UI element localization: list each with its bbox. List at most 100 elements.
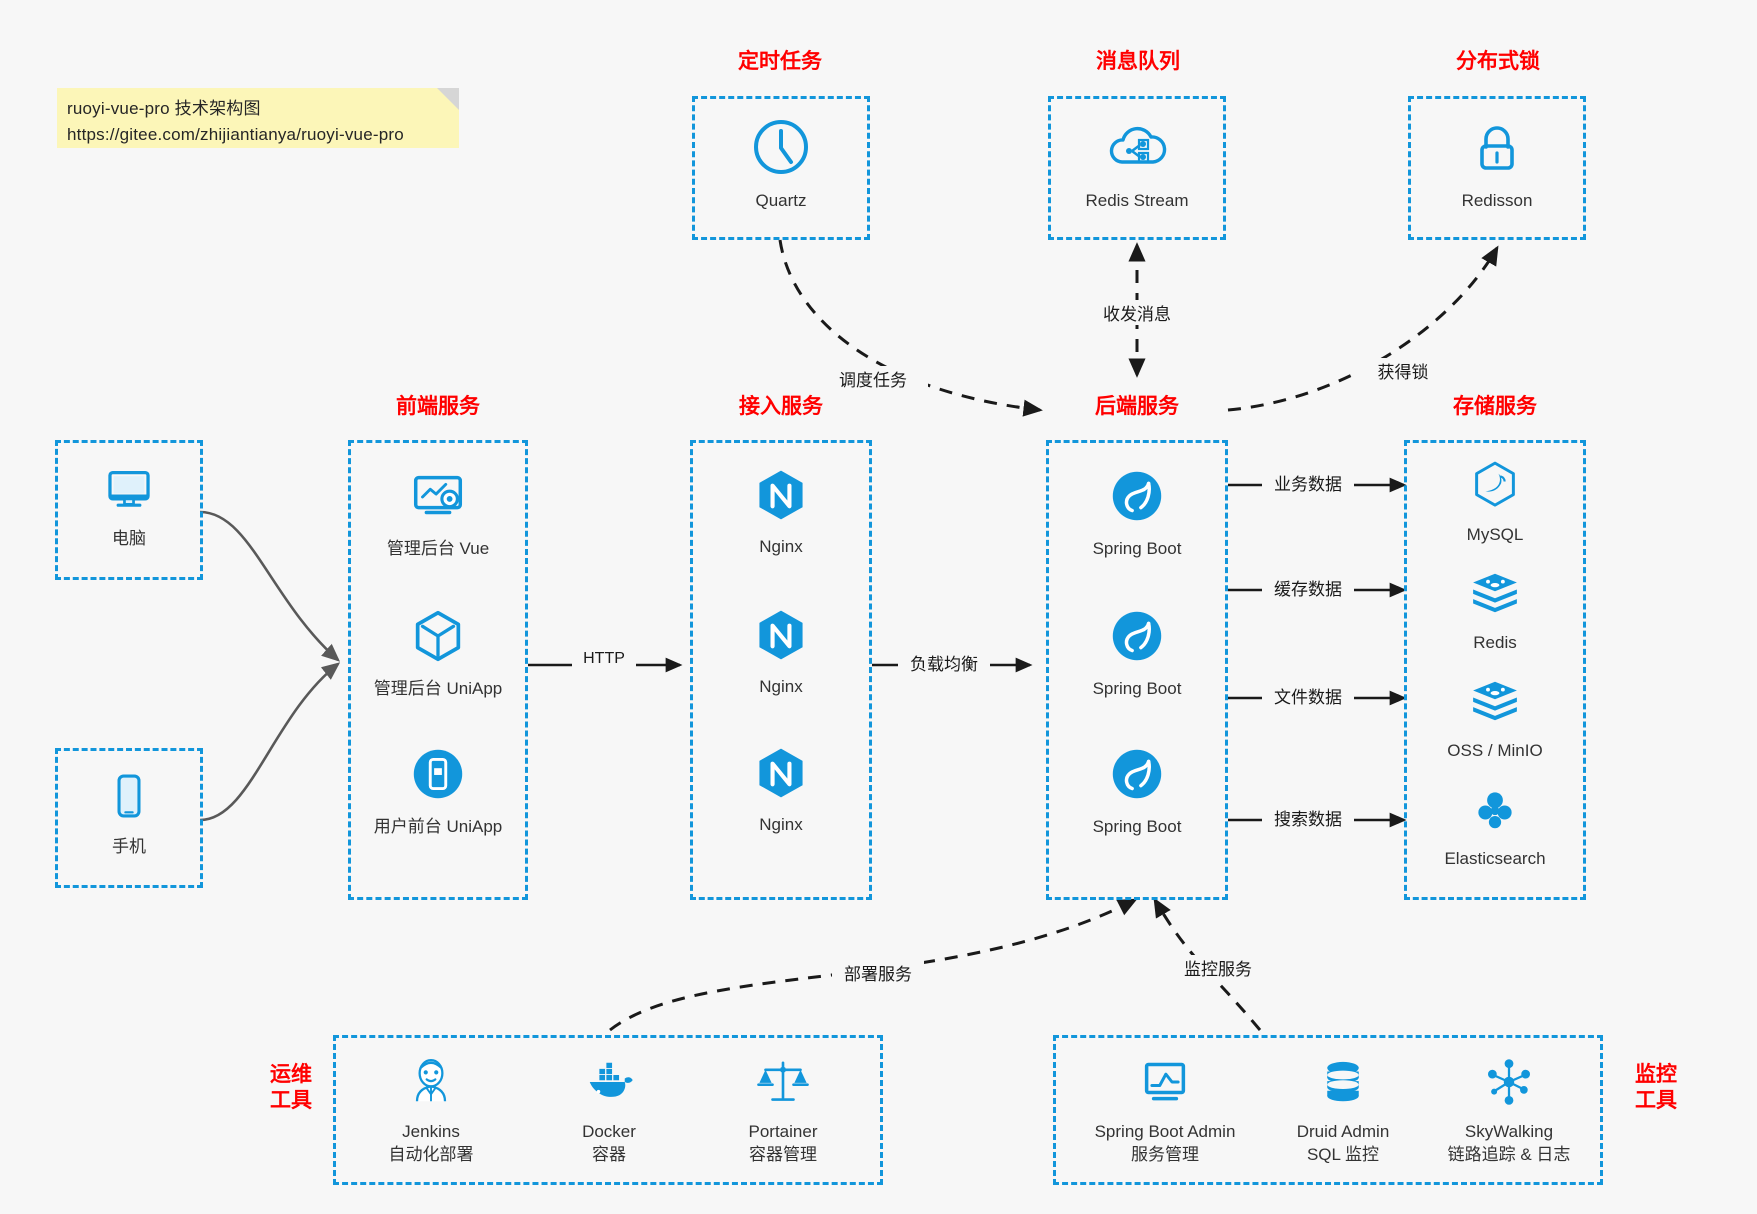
- redis-stack-icon: [1407, 673, 1583, 734]
- node-spring-boot-2[interactable]: Spring Boot: [1049, 605, 1225, 701]
- node-oss-minio[interactable]: OSS / MinIO: [1407, 673, 1583, 763]
- group-title-distributed-lock: 分布式锁: [1456, 50, 1540, 73]
- spring-leaf-icon: [1049, 605, 1225, 672]
- node-label: 手机: [112, 837, 146, 856]
- group-devops-tools: Jenkins 自动化部署 Docker 容器: [333, 1035, 883, 1185]
- group-client-desktop: 电脑: [55, 440, 203, 580]
- node-label: Druid Admin: [1296, 1122, 1390, 1141]
- group-title-gateway: 接入服务: [739, 395, 823, 418]
- node-nginx-1[interactable]: Nginx: [693, 465, 869, 559]
- node-label: Spring Boot Admin: [1094, 1122, 1236, 1141]
- note-url: https://gitee.com/zhijiantianya/ruoyi-vu…: [67, 125, 404, 145]
- node-admin-uniapp[interactable]: 管理后台 UniApp: [351, 605, 525, 701]
- group-title-frontend: 前端服务: [396, 395, 480, 418]
- node-redis[interactable]: Redis: [1407, 565, 1583, 655]
- node-label: Jenkins: [402, 1122, 460, 1141]
- spring-leaf-icon: [1049, 743, 1225, 810]
- node-label: Redis: [1473, 633, 1517, 652]
- node-label: Docker: [582, 1122, 636, 1141]
- node-skywalking[interactable]: SkyWalking 链路追踪 & 日志: [1426, 1054, 1592, 1167]
- group-title-monitoring: 监控 工具: [1620, 1062, 1692, 1115]
- cloud-stream-icon: [1051, 115, 1223, 184]
- mysql-dolphin-icon: [1407, 457, 1583, 518]
- group-title-scheduled-task: 定时任务: [738, 50, 822, 73]
- node-mobile[interactable]: 手机: [58, 767, 200, 859]
- node-sublabel: 服务管理: [1131, 1144, 1199, 1164]
- node-sublabel: 链路追踪 & 日志: [1447, 1144, 1571, 1164]
- node-sublabel: SQL 监控: [1306, 1144, 1380, 1164]
- node-druid-admin[interactable]: Druid Admin SQL 监控: [1268, 1054, 1418, 1167]
- node-spring-boot-1[interactable]: Spring Boot: [1049, 465, 1225, 561]
- edge-label-monitor-service: 监控服务: [1172, 955, 1264, 980]
- group-client-mobile: 手机: [55, 748, 203, 888]
- clock-icon: [695, 115, 867, 184]
- nginx-icon: [693, 465, 869, 530]
- group-title-devops: 运维 工具: [255, 1062, 327, 1115]
- group-frontend: 管理后台 Vue 管理后台 UniApp 用户前台 UniApp: [348, 440, 528, 900]
- devops-title-line1: 运维: [270, 1063, 312, 1086]
- scales-icon: [708, 1054, 858, 1115]
- monitoring-title-line1: 监控: [1635, 1063, 1677, 1086]
- group-backend: Spring Boot Spring Boot Spring Boot: [1046, 440, 1228, 900]
- dashboard-gear-icon: [351, 465, 525, 532]
- node-nginx-2[interactable]: Nginx: [693, 605, 869, 699]
- lock-icon: [1411, 115, 1583, 184]
- node-mysql[interactable]: MySQL: [1407, 457, 1583, 547]
- desktop-icon: [58, 459, 200, 522]
- monitoring-title-line2: 工具: [1635, 1089, 1677, 1113]
- group-scheduled-task: Quartz: [692, 96, 870, 240]
- node-label: Spring Boot: [1092, 539, 1182, 558]
- node-sublabel: 容器管理: [749, 1144, 817, 1164]
- group-title-storage: 存储服务: [1453, 395, 1537, 418]
- elasticsearch-icon: [1407, 781, 1583, 842]
- node-label: Redis Stream: [1085, 191, 1189, 210]
- node-label: Nginx: [759, 537, 803, 556]
- spring-leaf-icon: [1049, 465, 1225, 532]
- node-label: SkyWalking: [1464, 1122, 1554, 1141]
- node-label: 管理后台 Vue: [386, 539, 490, 558]
- node-admin-vue[interactable]: 管理后台 Vue: [351, 465, 525, 561]
- node-redisson[interactable]: Redisson: [1411, 115, 1583, 213]
- note-fold-corner: [437, 88, 459, 110]
- database-icon: [1268, 1054, 1418, 1115]
- node-elasticsearch[interactable]: Elasticsearch: [1407, 781, 1583, 871]
- node-nginx-3[interactable]: Nginx: [693, 743, 869, 837]
- node-sublabel: 容器: [592, 1144, 626, 1164]
- node-user-uniapp[interactable]: 用户前台 UniApp: [351, 743, 525, 839]
- docker-whale-icon: [534, 1054, 684, 1115]
- mobile-icon: [58, 767, 200, 830]
- edge-label-file-data: 文件数据: [1262, 683, 1354, 708]
- note-title: ruoyi-vue-pro 技术架构图: [67, 99, 261, 118]
- group-message-queue: Redis Stream: [1048, 96, 1226, 240]
- node-label: 电脑: [112, 529, 146, 548]
- node-docker[interactable]: Docker 容器: [534, 1054, 684, 1167]
- node-portainer[interactable]: Portainer 容器管理: [708, 1054, 858, 1167]
- node-spring-boot-3[interactable]: Spring Boot: [1049, 743, 1225, 839]
- node-sublabel: 自动化部署: [388, 1144, 474, 1164]
- edge-label-http: HTTP: [572, 650, 636, 668]
- nginx-icon: [693, 605, 869, 670]
- node-jenkins[interactable]: Jenkins 自动化部署: [356, 1054, 506, 1167]
- redis-stack-icon: [1407, 565, 1583, 626]
- group-storage: MySQL Redis OSS / MinIO: [1404, 440, 1586, 900]
- node-label: MySQL: [1466, 525, 1524, 544]
- edge-label-deploy-service: 部署服务: [832, 960, 924, 985]
- edge-label-send-receive-message: 收发消息: [1082, 300, 1192, 325]
- node-redis-stream[interactable]: Redis Stream: [1051, 115, 1223, 213]
- edge-label-schedule-task: 调度任务: [818, 366, 928, 391]
- monitor-chart-icon: [1070, 1054, 1260, 1115]
- cube-icon: [351, 605, 525, 672]
- jenkins-butler-icon: [356, 1054, 506, 1115]
- node-spring-boot-admin[interactable]: Spring Boot Admin 服务管理: [1070, 1054, 1260, 1167]
- edge-label-acquire-lock: 获得锁: [1358, 358, 1448, 383]
- node-desktop[interactable]: 电脑: [58, 459, 200, 551]
- node-label: Nginx: [759, 815, 803, 834]
- node-label: 用户前台 UniApp: [373, 817, 503, 836]
- edge-label-cache-data: 缓存数据: [1262, 575, 1354, 600]
- edge-label-business-data: 业务数据: [1262, 470, 1354, 495]
- node-label: 管理后台 UniApp: [373, 679, 503, 698]
- node-quartz[interactable]: Quartz: [695, 115, 867, 213]
- group-gateway: Nginx Nginx Nginx: [690, 440, 872, 900]
- group-title-backend: 后端服务: [1095, 395, 1179, 418]
- nginx-icon: [693, 743, 869, 808]
